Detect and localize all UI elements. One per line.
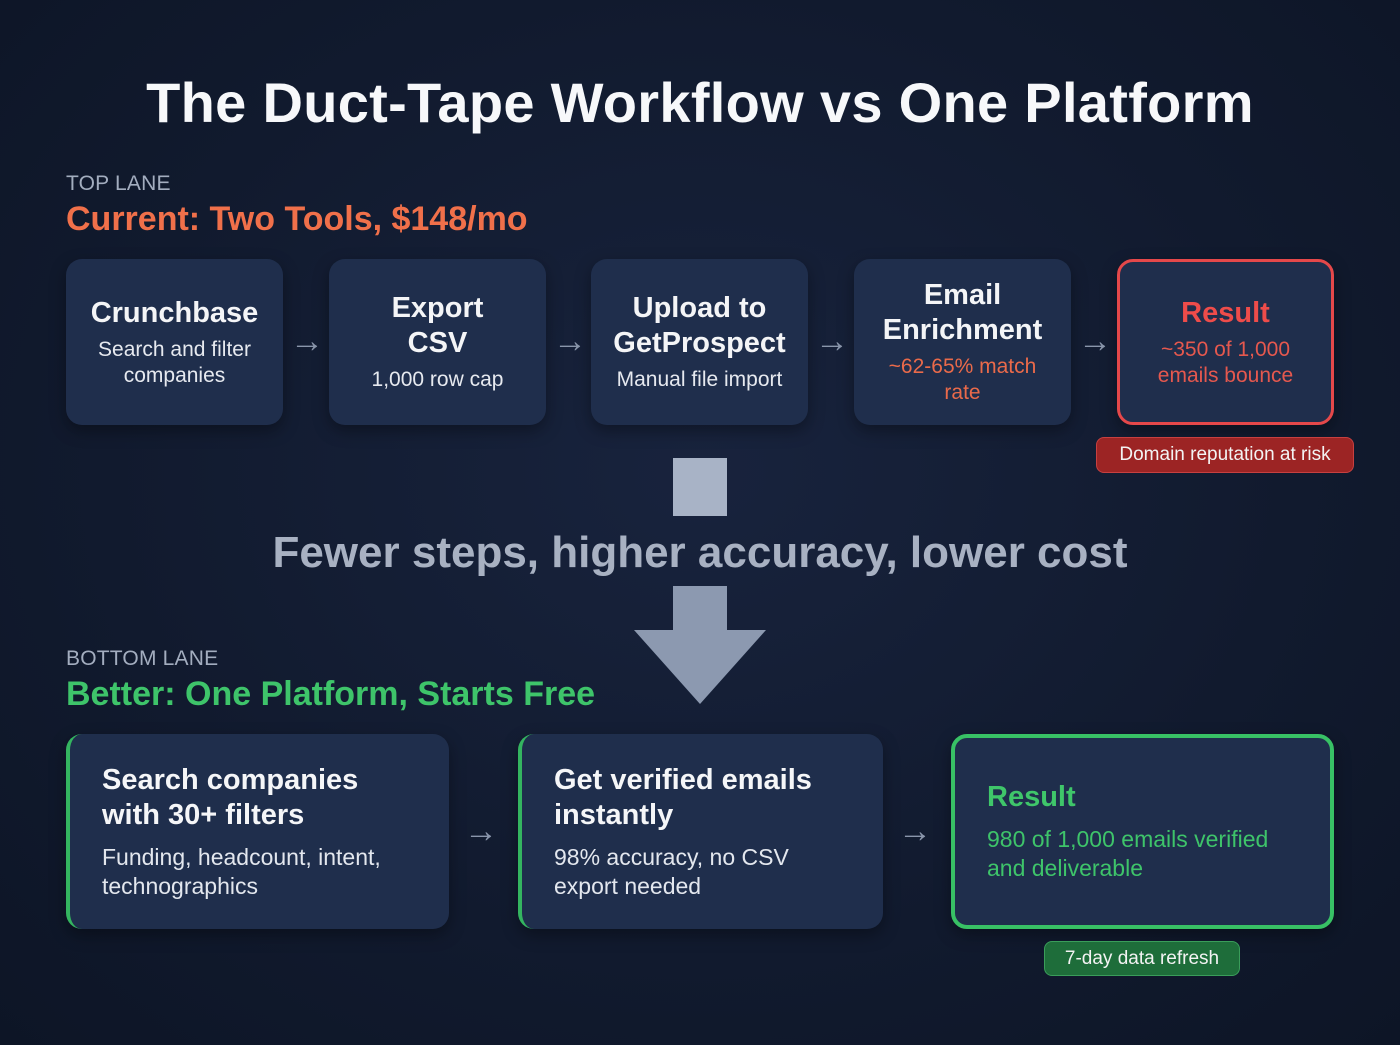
result-title: Result xyxy=(1181,296,1270,329)
step-subtitle: Manual file import xyxy=(616,368,783,391)
page-title: The Duct-Tape Workflow vs One Platform xyxy=(146,71,1254,134)
step-title: Upload to GetProspect xyxy=(613,292,786,359)
step-title: Crunchbase xyxy=(90,296,259,329)
top-lane-label: TOP LANE xyxy=(66,172,171,195)
step-title: Get verified emails instantly xyxy=(554,763,812,831)
risk-badge: Domain reputation at risk xyxy=(1096,437,1354,473)
result-title: Result xyxy=(987,781,1076,813)
step-title: Export CSV xyxy=(391,292,484,359)
bottom-lane-heading: Better: One Platform, Starts Free xyxy=(66,675,596,713)
arrow-right-icon: → xyxy=(290,322,324,360)
top-lane-heading: Current: Two Tools, $148/mo xyxy=(66,200,528,238)
step-title: Email Enrichment xyxy=(882,279,1043,346)
result-bad: Result ~350 of 1,000 emails bounce xyxy=(1117,259,1334,425)
arrow-right-icon: → xyxy=(1078,322,1112,360)
divider-text: Fewer steps, higher accuracy, lower cost xyxy=(272,528,1128,577)
step-upload-getprospect: Upload to GetProspect Manual file import xyxy=(591,259,808,425)
arrow-stem-top xyxy=(673,458,727,516)
refresh-badge: 7-day data refresh xyxy=(1044,941,1240,976)
step-subtitle: ~62-65% match rate xyxy=(888,355,1037,404)
step-subtitle: Funding, headcount, intent, technographi… xyxy=(102,843,381,899)
step-subtitle: Search and filter companies xyxy=(98,337,251,387)
step-verified-emails: Get verified emails instantly 98% accura… xyxy=(518,734,883,929)
step-search-companies: Search companies with 30+ filters Fundin… xyxy=(66,734,449,929)
step-crunchbase: Crunchbase Search and filter companies xyxy=(66,259,283,425)
result-subtitle: 980 of 1,000 emails verified and deliver… xyxy=(987,826,1269,881)
step-subtitle: 1,000 row cap xyxy=(371,368,504,391)
step-subtitle: 98% accuracy, no CSV export needed xyxy=(554,843,789,899)
bottom-lane-label: BOTTOM LANE xyxy=(66,647,219,670)
step-export-csv: Export CSV 1,000 row cap xyxy=(329,259,546,425)
arrow-right-icon: → xyxy=(898,812,932,850)
step-title: Search companies with 30+ filters xyxy=(102,763,359,831)
arrow-right-icon: → xyxy=(464,812,498,850)
arrow-right-icon: → xyxy=(553,322,587,360)
step-email-enrichment: Email Enrichment ~62-65% match rate xyxy=(854,259,1071,425)
result-good: Result 980 of 1,000 emails verified and … xyxy=(951,734,1334,929)
result-subtitle: ~350 of 1,000 emails bounce xyxy=(1157,337,1294,387)
arrow-down-icon xyxy=(634,586,766,704)
arrow-right-icon: → xyxy=(815,322,849,360)
